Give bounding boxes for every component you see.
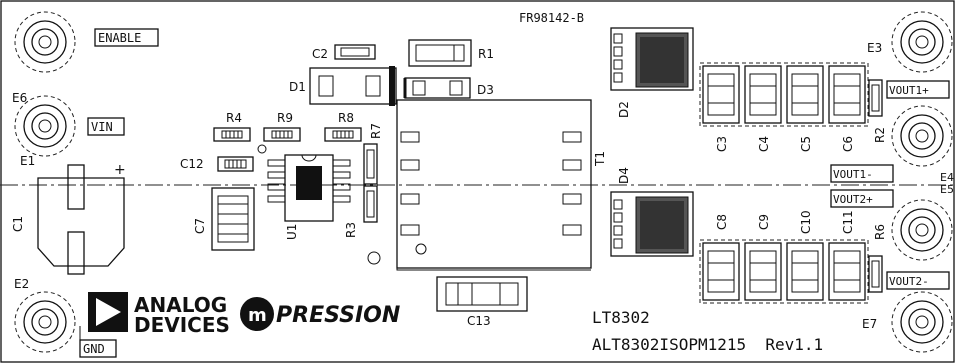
part-number: FR98142-B	[519, 11, 584, 25]
label-r6: R6	[873, 224, 887, 240]
label-c10: C10	[799, 210, 813, 234]
transformer-t1	[396, 99, 592, 271]
analog-text: ANALOG	[134, 293, 227, 317]
analog-devices-logo	[88, 292, 128, 332]
capacitor-c7	[211, 187, 255, 251]
label-e6: E6	[12, 91, 27, 105]
label-c7: C7	[193, 218, 207, 234]
mpression-text: PRESSION	[276, 303, 400, 328]
t1-pin1-marker	[367, 251, 381, 265]
pin1-marker	[257, 144, 267, 154]
product-name: LT8302	[592, 308, 650, 327]
label-c2: C2	[312, 47, 328, 61]
label-d3: D3	[477, 83, 494, 97]
gnd-label-box	[79, 339, 117, 358]
enable-label: ENABLE	[98, 31, 141, 45]
terminal-e1-vin[interactable]	[14, 95, 76, 157]
diode-d2	[610, 27, 694, 91]
label-c12: C12	[180, 157, 204, 171]
label-c13: C13	[467, 314, 491, 328]
diode-d3	[403, 77, 471, 99]
label-u1: U1	[285, 224, 299, 240]
devices-text: DEVICES	[134, 313, 230, 337]
mpression-logo	[240, 297, 274, 331]
label-r8: R8	[338, 111, 354, 125]
label-r2: R2	[873, 127, 887, 143]
resistor-r9	[263, 127, 301, 142]
label-c5: C5	[799, 136, 813, 152]
label-e5: E5	[940, 183, 954, 196]
diode-d1	[309, 66, 397, 106]
label-r7: R7	[369, 123, 383, 139]
capacitor-c12	[217, 156, 254, 172]
resistor-r6-pad	[868, 255, 883, 293]
label-c3: C3	[715, 136, 729, 152]
label-e1: E1	[20, 154, 35, 168]
label-e4: E4	[940, 171, 954, 184]
vout1-plus-box	[886, 80, 950, 99]
label-r4: R4	[226, 111, 242, 125]
vin-label-box	[87, 117, 125, 136]
terminal-e4[interactable]	[891, 105, 953, 167]
capacitor-c1	[37, 164, 125, 275]
vout1-minus-box	[830, 164, 894, 183]
label-c4: C4	[757, 136, 771, 152]
terminal-e6-enable[interactable]	[14, 11, 76, 73]
vout1-minus-label: VOUT1-	[833, 168, 873, 181]
label-d4: D4	[617, 167, 631, 184]
label-c11: C11	[841, 210, 855, 234]
gnd-label: GND	[83, 342, 105, 356]
output-caps-top	[699, 62, 869, 127]
terminal-e3[interactable]	[891, 11, 953, 73]
label-d1: D1	[289, 80, 306, 94]
vout2-plus-label: VOUT2+	[833, 193, 873, 206]
label-r1: R1	[478, 47, 494, 61]
resistor-r2-pad	[868, 79, 883, 117]
resistor-r4	[213, 127, 251, 142]
enable-label-box	[94, 28, 159, 47]
label-d2: D2	[617, 101, 631, 118]
capacitor-c13	[436, 276, 528, 312]
vout2-minus-box	[886, 271, 950, 290]
label-e3: E3	[867, 41, 882, 55]
output-caps-bottom	[699, 239, 869, 304]
label-c8: C8	[715, 214, 729, 230]
assembly-number: ALT8302ISOPM1215 Rev1.1	[592, 335, 823, 354]
resistor-r3	[363, 185, 378, 223]
vout2-plus-box	[830, 189, 894, 208]
terminal-e5[interactable]	[891, 199, 953, 261]
label-c9: C9	[757, 214, 771, 230]
capacitor-c2	[334, 44, 376, 60]
terminal-e2-gnd[interactable]	[14, 291, 76, 353]
label-t1: T1	[593, 151, 607, 167]
diode-d4	[610, 191, 694, 257]
resistor-r1	[408, 39, 472, 67]
terminal-e7[interactable]	[891, 291, 953, 353]
mpression-m: m	[248, 305, 267, 326]
vin-label: VIN	[91, 120, 113, 134]
vout1-plus-label: VOUT1+	[889, 84, 929, 97]
label-e2: E2	[14, 277, 29, 291]
vout2-minus-label: VOUT2-	[889, 275, 929, 288]
resistor-r8	[324, 127, 362, 142]
label-c6: C6	[841, 136, 855, 152]
label-r9: R9	[277, 111, 293, 125]
label-e7: E7	[862, 317, 877, 331]
resistor-r7	[363, 143, 378, 185]
label-r3: R3	[344, 222, 358, 238]
ic-u1	[267, 154, 351, 222]
c1-polarity: +	[114, 162, 126, 178]
label-c1: C1	[11, 216, 25, 232]
